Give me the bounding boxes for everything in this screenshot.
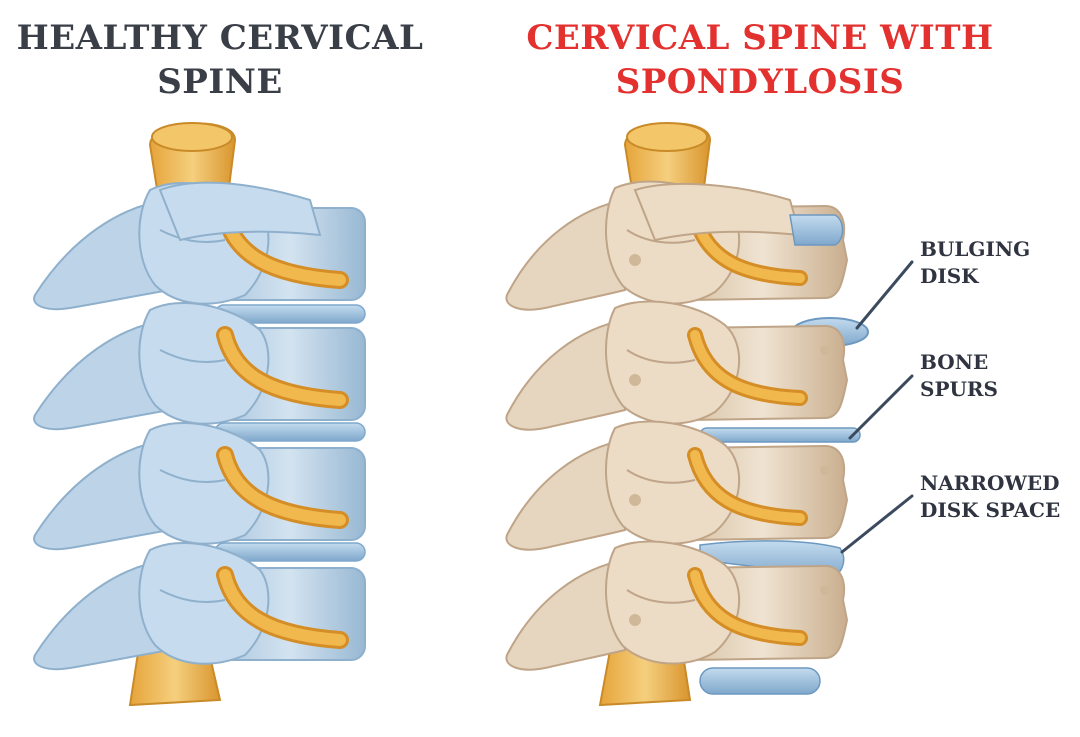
- spur-level-disk: [699, 427, 861, 443]
- healthy-title-line1: HEALTHY CERVICAL: [16, 18, 424, 58]
- bulging-disk-label-line2: DISK: [920, 264, 979, 288]
- bone-spurs-leader: [848, 374, 914, 440]
- healthy-spine-title: HEALTHY CERVICAL SPINE: [0, 16, 440, 104]
- narrowed-disk-space-label-line2: DISK SPACE: [920, 498, 1061, 522]
- healthy-spine: [33, 122, 366, 707]
- bone-spurs-label: BONE SPURS: [920, 349, 998, 403]
- spondylosis-spine-title: CERVICAL SPINE WITH SPONDYLOSIS: [480, 16, 1040, 104]
- healthy-title-line2: SPINE: [157, 62, 283, 102]
- bulging-disk-leader: [855, 260, 914, 330]
- bone-spurs-label-line2: SPURS: [920, 377, 998, 401]
- narrowed-disk-space-label: NARROWED DISK SPACE: [920, 470, 1060, 524]
- bulging-disk-label: BULGING DISK: [920, 236, 1030, 290]
- spondylosis-title-line1: CERVICAL SPINE WITH: [526, 18, 994, 58]
- spondylosis-title-line2: SPONDYLOSIS: [615, 62, 905, 102]
- spondylosis-spine: [505, 122, 869, 707]
- healthy-vertebrae: [33, 181, 366, 671]
- label-leader-lines: [840, 260, 914, 554]
- bone-spurs-label-line1: BONE: [920, 350, 989, 374]
- narrowed-disk-leader: [840, 494, 914, 554]
- bulging-disk-label-line1: BULGING: [920, 237, 1031, 261]
- narrowed-disk-space-label-line1: NARROWED: [920, 471, 1060, 495]
- spondylosis-vertebrae: [505, 180, 869, 695]
